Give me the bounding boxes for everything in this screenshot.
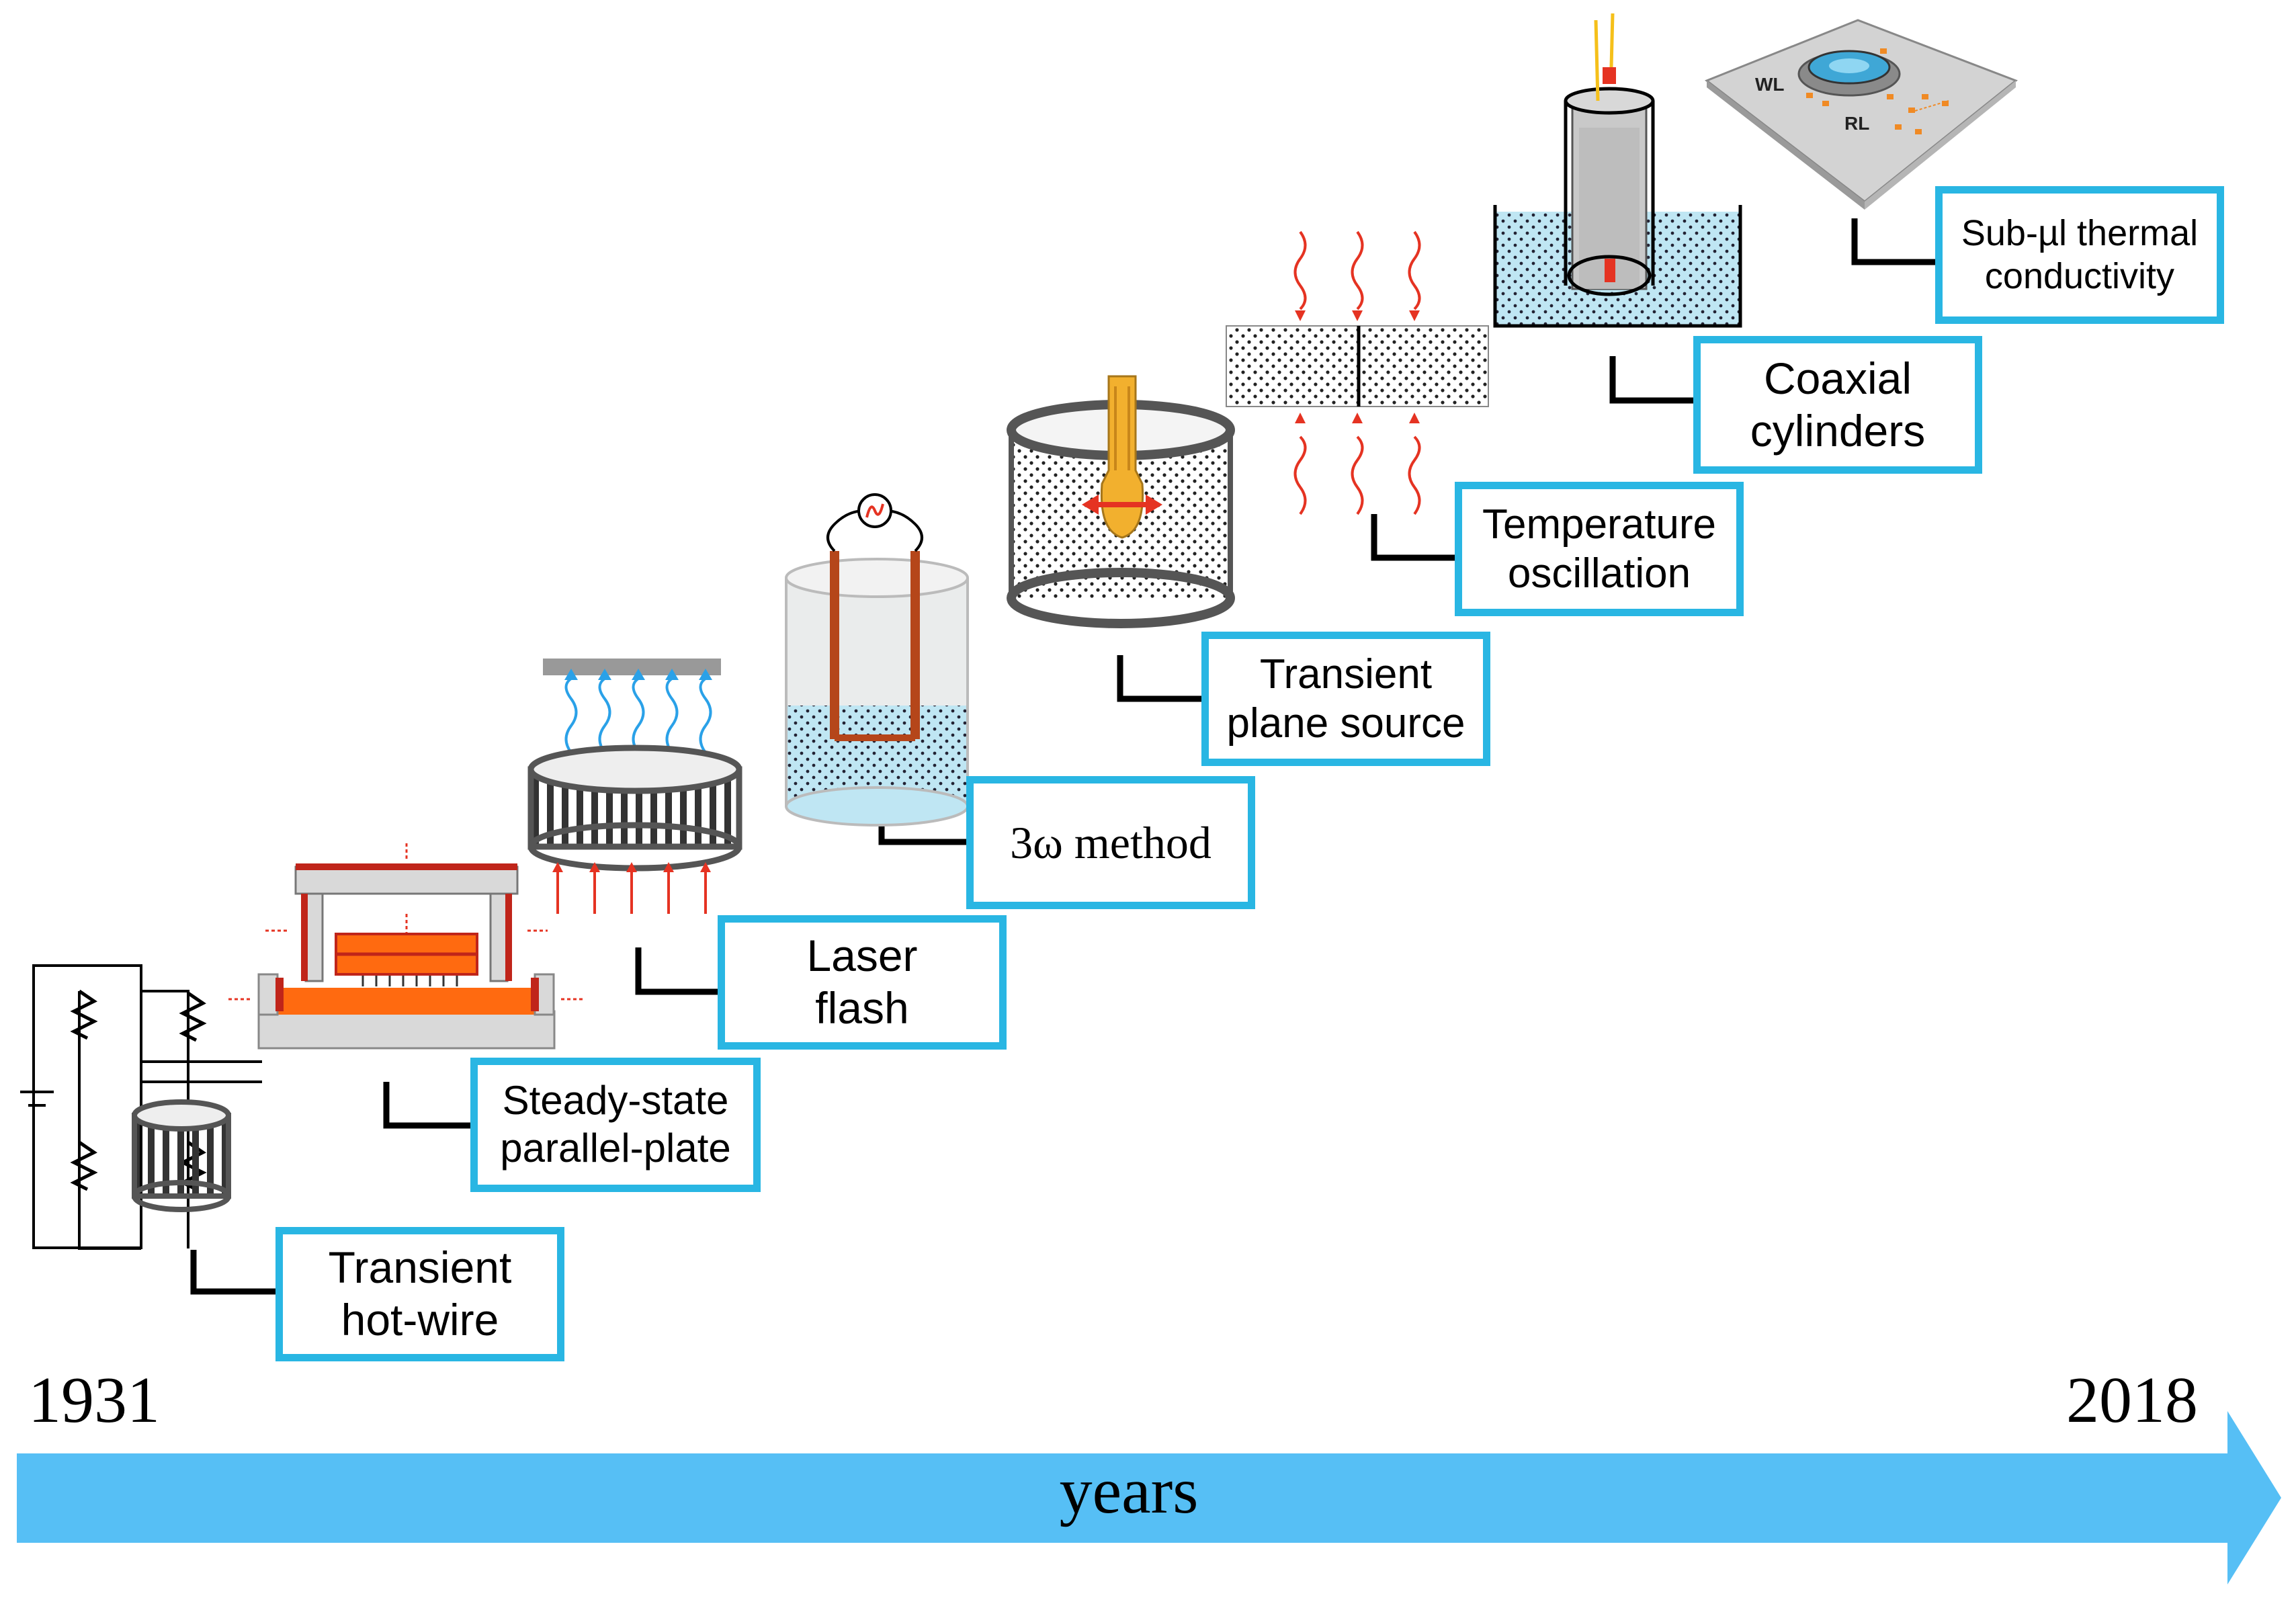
start-year-label: 1931 [28, 1364, 160, 1437]
method-label-line: oscillation [1507, 550, 1691, 597]
3omega-apparatus-icon [785, 493, 969, 826]
method-label-line: Coaxial [1763, 353, 1912, 403]
method-label-line: Transient [1259, 650, 1433, 697]
method-label-line: Sub-µl thermal [1961, 212, 2199, 253]
method-box-coaxial-cylinders: Coaxial cylinders [1693, 336, 1982, 474]
method-box-temperature-oscillation: Temperature oscillation [1455, 482, 1744, 616]
plane-source-apparatus-icon [1007, 375, 1235, 628]
chip-label-wl: WL [1755, 74, 1785, 95]
method-box-laser-flash: Laser flash [718, 915, 1007, 1050]
method-box-3omega-method: 3ω method [966, 776, 1255, 909]
chip-label-rl: RL [1844, 113, 1869, 134]
method-label-line: Laser [806, 931, 918, 981]
sub-ul-chip-icon: WL RL [1704, 19, 2018, 210]
method-label-line: 3ω method [1010, 816, 1211, 868]
method-box-steady-state-parallel-plate: Steady-state parallel-plate [470, 1058, 761, 1192]
method-label-line: Transient [328, 1242, 512, 1293]
end-year-label: 2018 [2066, 1364, 2198, 1437]
method-box-transient-plane-source: Transient plane source [1201, 632, 1490, 766]
hot-wire-apparatus-icon [20, 964, 262, 1250]
method-label-line: Steady-state [502, 1078, 729, 1123]
method-label-line: flash [815, 983, 909, 1033]
laser-flash-apparatus-icon [527, 659, 742, 914]
method-label-line: cylinders [1750, 405, 1926, 456]
method-box-transient-hot-wire: Transient hot-wire [275, 1227, 564, 1361]
method-label-line: hot-wire [341, 1295, 499, 1345]
coaxial-cylinders-apparatus-icon [1493, 13, 1742, 328]
temperature-oscillation-apparatus-icon [1226, 230, 1489, 515]
method-label-line: conductivity [1984, 255, 2175, 296]
timeline-arrow [17, 1411, 2281, 1584]
connector-brackets [190, 218, 1935, 1295]
method-label-line: Temperature [1482, 501, 1717, 548]
method-label-line: parallel-plate [500, 1126, 731, 1171]
parallel-plate-apparatus-icon [228, 843, 585, 1050]
method-box-sub-ul-thermal-conductivity: Sub-µl thermal conductivity [1935, 186, 2224, 324]
timeline-axis-label: years [1059, 1455, 1199, 1527]
method-label-line: plane source [1226, 700, 1465, 747]
